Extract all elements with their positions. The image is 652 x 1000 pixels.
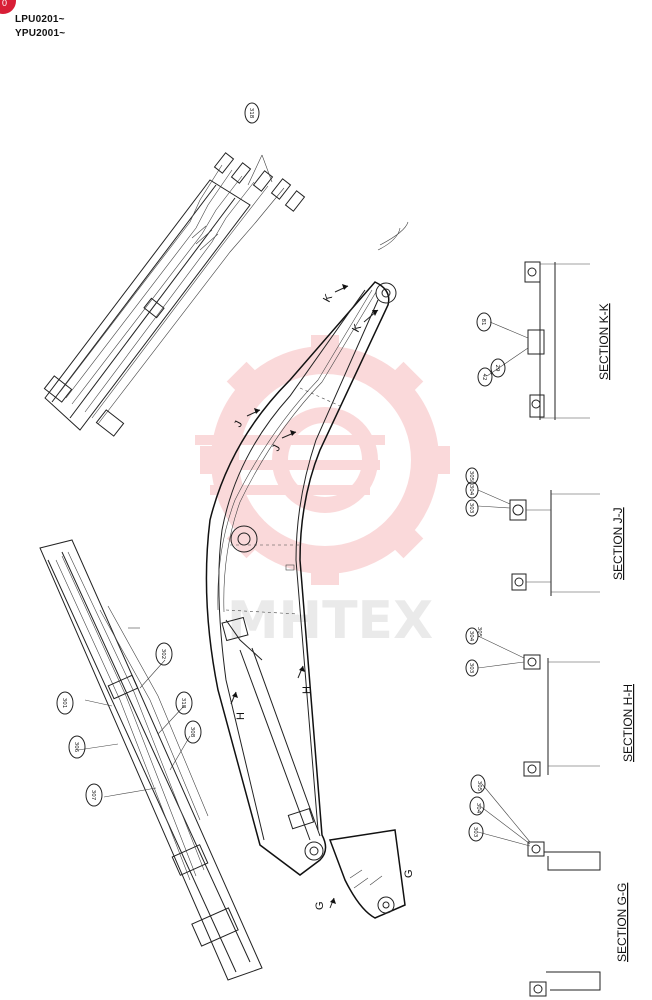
callout-318-top: 318 xyxy=(248,108,254,119)
boom-lower-detail: 301 302 306 307 308 318 xyxy=(39,539,263,981)
page-number-text: 0 xyxy=(2,0,8,8)
section-g-g-title: SECTION G-G xyxy=(615,883,629,962)
callout-gg-305: 305 xyxy=(476,781,482,792)
serial-range-1: LPU0201~ xyxy=(15,14,65,25)
callout-jj-305: 305 xyxy=(468,471,474,482)
callout-301: 301 xyxy=(61,698,67,709)
section-j-j-title: SECTION J-J xyxy=(611,507,625,580)
callout-306: 306 xyxy=(73,742,79,753)
watermark-gear-logo xyxy=(195,335,450,585)
callout-gg-304: 304 xyxy=(475,803,481,814)
section-h-h: 303 304 305 SECTION H-H xyxy=(465,627,635,777)
callout-42: 42 xyxy=(481,374,487,381)
callout-bubble xyxy=(244,102,260,124)
callout-29: 29 xyxy=(494,365,500,372)
section-mark-g-right: G xyxy=(403,869,415,878)
callout-jj-303: 303 xyxy=(468,503,474,514)
boom-top-detail: 318 xyxy=(43,102,306,437)
main-boom-assembly: K K J J H H G G xyxy=(205,221,415,919)
callout-hh-305: 305 xyxy=(476,627,482,638)
section-j-j: 303 304 305 SECTION J-J xyxy=(465,467,625,596)
callout-307: 307 xyxy=(90,790,96,801)
section-k-k: 81 42 29 SECTION K-K xyxy=(476,261,611,420)
section-mark-j-upper: J xyxy=(232,419,245,429)
serial-range-2: YPU2001~ xyxy=(15,28,66,39)
callout-302: 302 xyxy=(160,649,166,660)
callout-hh-303: 303 xyxy=(468,663,474,674)
section-g-g: 303 304 305 SECTION G-G xyxy=(468,774,629,997)
section-mark-h-left: H xyxy=(235,712,247,720)
callout-81: 81 xyxy=(480,319,486,326)
section-k-k-title: SECTION K-K xyxy=(597,303,611,380)
callout-308: 308 xyxy=(189,727,195,738)
section-h-h-title: SECTION H-H xyxy=(621,684,635,762)
section-mark-k-upper: K xyxy=(321,292,335,305)
callout-318-lower: 318 xyxy=(180,698,186,709)
callout-hh-304: 304 xyxy=(468,631,474,642)
section-mark-h-right: H xyxy=(301,686,313,694)
callout-jj-304: 304 xyxy=(468,485,474,496)
section-mark-j-lower: J xyxy=(270,443,283,453)
watermark-text: MHTEX xyxy=(227,591,433,651)
section-mark-g-left: G xyxy=(314,901,326,910)
callout-gg-303: 303 xyxy=(472,827,478,838)
